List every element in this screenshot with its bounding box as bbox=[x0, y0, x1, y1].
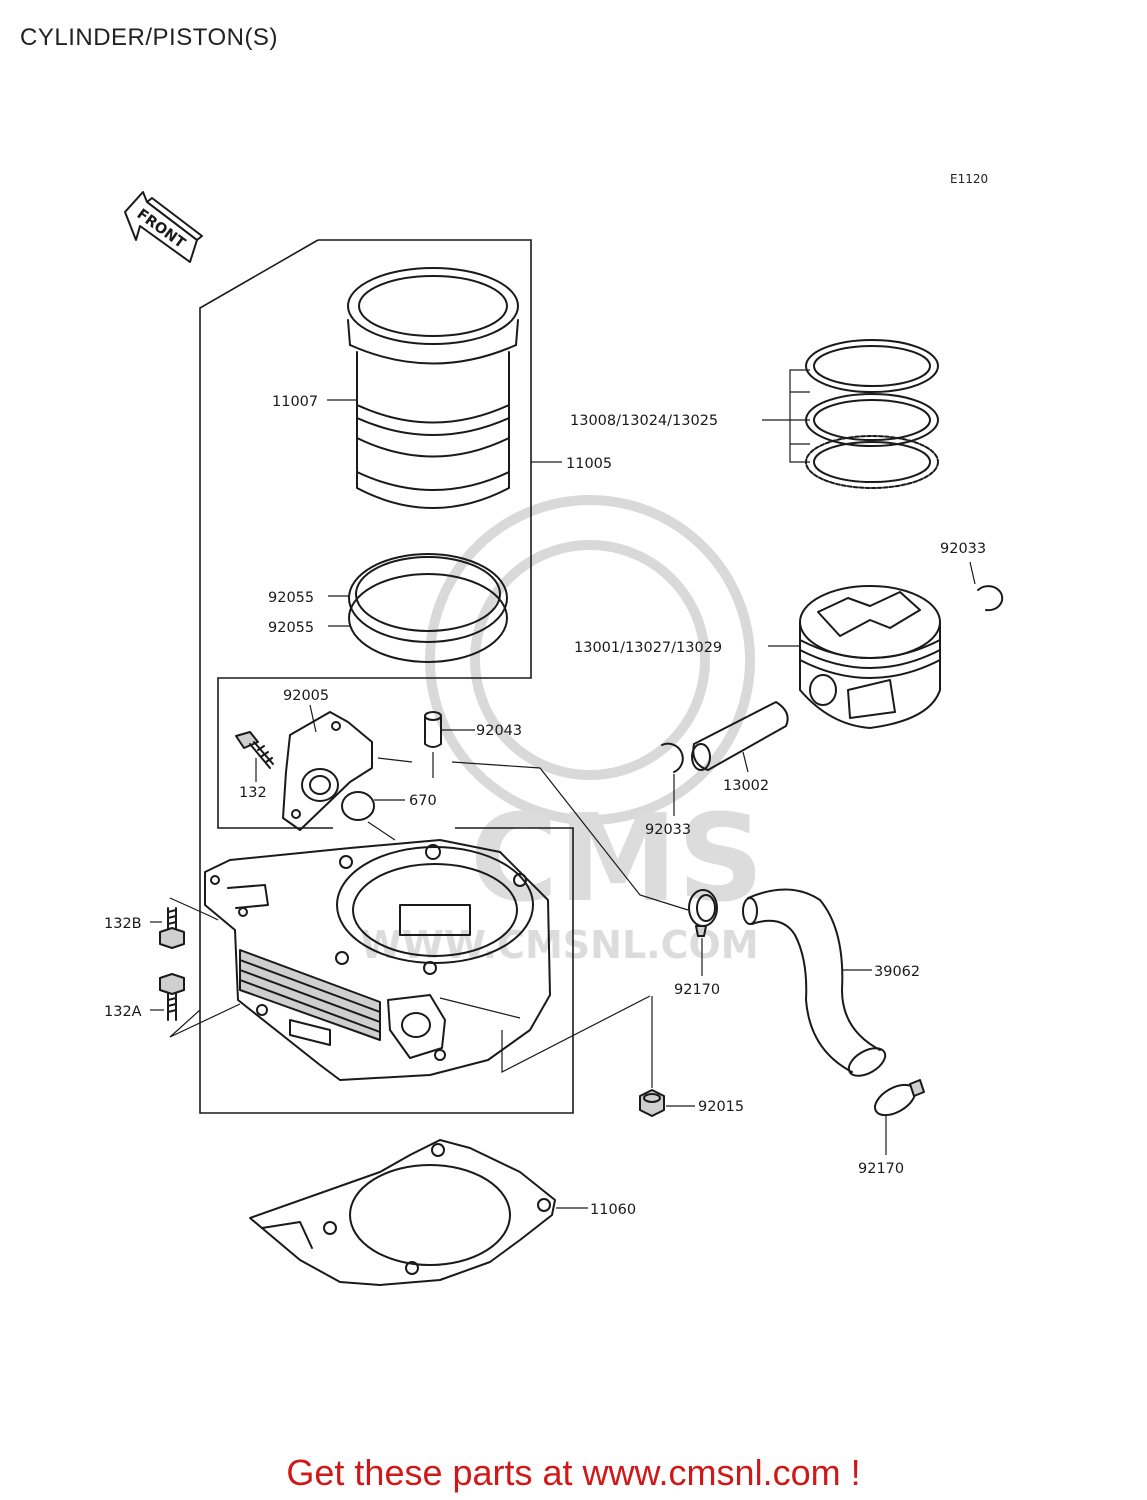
circlip-92033-left bbox=[661, 742, 684, 773]
label-13002: 13002 bbox=[723, 778, 769, 794]
piston-13001 bbox=[799, 585, 941, 729]
label-92005: 92005 bbox=[283, 688, 329, 704]
front-arrow-icon: FRONT bbox=[124, 191, 203, 263]
watermark-logo-text: CMS bbox=[470, 790, 764, 929]
o-ring-92055 bbox=[348, 553, 508, 663]
label-11007: 11007 bbox=[272, 394, 318, 410]
circlip-92033-right bbox=[977, 585, 1004, 612]
label-92055-lower: 92055 bbox=[268, 620, 314, 636]
label-11005: 11005 bbox=[566, 456, 612, 472]
watermark-logo: CMS WWW.CMSNL.COM bbox=[360, 495, 764, 967]
cta-link[interactable]: Get these parts at www.cmsnl.com ! bbox=[286, 1452, 861, 1493]
label-13008: 13008/13024/13025 bbox=[570, 413, 718, 429]
label-92033-right: 92033 bbox=[940, 541, 986, 557]
base-gasket-11060 bbox=[249, 1139, 556, 1286]
label-92015: 92015 bbox=[698, 1099, 744, 1115]
label-670: 670 bbox=[409, 793, 437, 809]
dowel-pin-92043 bbox=[424, 711, 442, 748]
label-92033-left: 92033 bbox=[645, 822, 691, 838]
cylinder-sleeve bbox=[347, 267, 519, 509]
figure-code: E1120 bbox=[950, 172, 989, 186]
flange-92005 bbox=[282, 711, 373, 831]
label-92055-upper: 92055 bbox=[268, 590, 314, 606]
piston-rings bbox=[805, 339, 939, 489]
label-92043: 92043 bbox=[476, 723, 522, 739]
label-11060: 11060 bbox=[590, 1202, 636, 1218]
label-132b: 132B bbox=[104, 916, 142, 932]
assembly-box-cylinder-left bbox=[199, 239, 574, 1114]
label-39062: 39062 bbox=[874, 964, 920, 980]
plug-92015 bbox=[639, 1089, 665, 1117]
cylinder-block bbox=[204, 839, 551, 1081]
label-92170-upper: 92170 bbox=[674, 982, 720, 998]
label-13001: 13001/13027/13029 bbox=[574, 640, 722, 656]
hose-clamp-92170-upper bbox=[688, 889, 718, 937]
assembly-box-cylinder bbox=[217, 239, 532, 829]
bolt-132 bbox=[235, 731, 274, 769]
label-132a: 132A bbox=[104, 1004, 142, 1020]
label-132: 132 bbox=[239, 785, 267, 801]
label-92170-lower: 92170 bbox=[858, 1161, 904, 1177]
piston-pin-13002 bbox=[691, 701, 789, 771]
o-ring-670 bbox=[341, 791, 375, 821]
bolt-132a bbox=[159, 973, 185, 1021]
watermark-url-text: WWW.CMSNL.COM bbox=[360, 923, 759, 967]
page-title: CYLINDER/PISTON(S) bbox=[20, 24, 278, 51]
water-hose-39062 bbox=[742, 888, 887, 1077]
hose-clamp-92170-lower bbox=[874, 1079, 925, 1117]
bolt-132b bbox=[159, 907, 185, 949]
